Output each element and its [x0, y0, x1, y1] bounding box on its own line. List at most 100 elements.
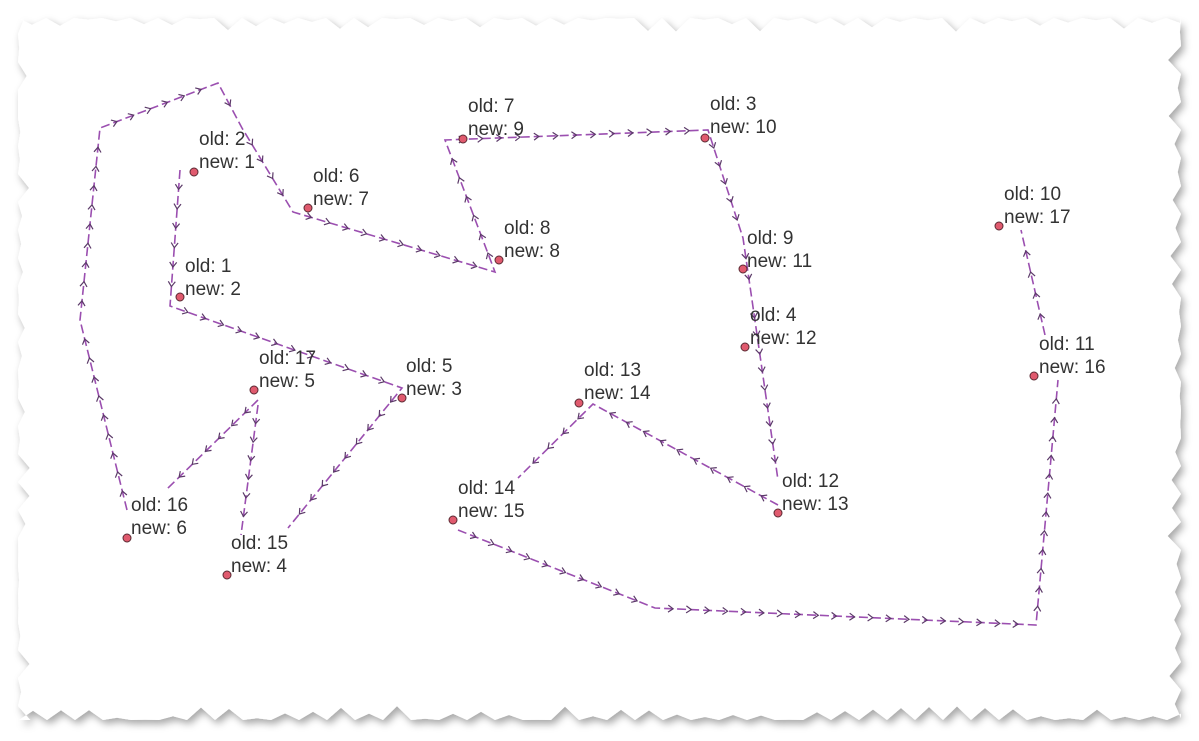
direction-arrow-icon [830, 611, 838, 620]
direction-arrow-icon [683, 126, 691, 135]
direction-arrow-icon [505, 545, 513, 554]
direction-arrow-icon [613, 588, 621, 596]
direction-arrow-icon [1022, 249, 1031, 257]
direction-arrow-icon [397, 239, 405, 248]
direction-arrow-icon [577, 574, 585, 582]
direction-arrow-icon [86, 356, 95, 364]
direction-arrow-icon [1045, 473, 1054, 480]
direction-arrow-icon [708, 142, 717, 150]
direction-arrow-icon [240, 510, 248, 518]
direction-arrow-icon [167, 280, 176, 288]
direction-arrow-icon [127, 113, 135, 121]
direction-arrow-icon [1050, 416, 1059, 424]
direction-arrow-icon [249, 436, 258, 444]
direction-arrow-icon [119, 489, 128, 497]
new-label: new: 10 [710, 117, 777, 138]
direction-arrow-icon [105, 432, 114, 440]
direction-arrow-icon [757, 366, 766, 374]
new-label: new: 16 [1039, 357, 1106, 378]
direction-arrow-icon [306, 351, 314, 359]
old-label: old: 4 [750, 305, 797, 326]
direction-arrow-icon [625, 421, 633, 429]
direction-arrow-icon [100, 413, 109, 421]
direction-arrow-icon [1032, 291, 1041, 299]
old-label: old: 17 [259, 348, 316, 369]
new-label: new: 4 [231, 556, 287, 577]
new-label: new: 8 [504, 241, 560, 262]
old-label: old: 1 [185, 256, 231, 277]
direction-arrow-icon [1041, 510, 1050, 518]
direction-arrow-icon [487, 538, 495, 547]
direction-arrow-icon [323, 217, 331, 226]
direction-arrow-icon [144, 106, 152, 115]
direction-arrow-icon [770, 456, 779, 464]
direction-arrow-icon [485, 252, 494, 260]
route-segment [240, 404, 259, 536]
direction-arrow-icon [253, 332, 261, 340]
direction-arrow-icon [256, 155, 264, 163]
direction-arrow-icon [433, 250, 441, 259]
new-label: new: 9 [468, 119, 524, 140]
direction-arrow-icon [1027, 270, 1036, 278]
point-marker [222, 570, 232, 580]
direction-arrow-icon [552, 131, 559, 140]
direction-arrow-icon [755, 348, 764, 356]
old-label: old: 13 [584, 360, 641, 381]
direction-arrow-icon [762, 402, 771, 410]
new-label: new: 7 [313, 189, 369, 210]
direction-arrow-icon [726, 196, 734, 204]
direction-arrow-icon [230, 419, 238, 427]
direction-arrow-icon [608, 411, 616, 419]
direction-arrow-icon [469, 531, 477, 540]
new-label: new: 13 [782, 494, 849, 515]
new-label: new: 12 [750, 328, 817, 349]
direction-arrow-icon [246, 138, 254, 146]
direction-arrow-icon [627, 128, 634, 137]
direction-arrow-icon [174, 183, 183, 191]
direction-arrow-icon [224, 99, 232, 107]
new-label: new: 6 [131, 518, 187, 539]
point-marker [1029, 371, 1039, 381]
direction-arrow-icon [305, 212, 313, 220]
direction-arrow-icon [1036, 567, 1045, 575]
new-label: new: 3 [406, 379, 462, 400]
direction-arrow-icon [344, 451, 352, 459]
old-label: old: 5 [406, 356, 452, 377]
route-segment [165, 399, 259, 491]
direction-arrow-icon [903, 615, 911, 624]
direction-arrow-icon [559, 567, 567, 575]
point-marker [249, 385, 259, 395]
direction-arrow-icon [321, 479, 329, 487]
direction-arrow-icon [776, 609, 784, 618]
direction-arrow-icon [752, 330, 761, 338]
direction-arrow-icon [91, 375, 100, 383]
direction-arrow-icon [288, 344, 296, 353]
direction-arrow-icon [571, 131, 578, 140]
direction-arrow-icon [415, 245, 423, 253]
direction-arrow-icon [1043, 492, 1052, 499]
direction-arrow-icon [849, 612, 856, 621]
direction-arrow-icon [81, 261, 90, 268]
direction-arrow-icon [178, 470, 186, 478]
direction-arrow-icon [1012, 620, 1019, 629]
direction-arrow-icon [181, 306, 189, 315]
direction-arrow-icon [749, 312, 758, 320]
point-marker [397, 393, 407, 403]
direction-arrow-icon [646, 128, 653, 137]
point-marker [458, 134, 468, 144]
old-label: old: 6 [313, 166, 359, 187]
point-marker [122, 533, 132, 543]
direction-arrow-icon [91, 165, 100, 172]
direction-arrow-icon [608, 129, 616, 138]
direction-arrow-icon [378, 376, 386, 384]
direction-arrow-icon [360, 370, 368, 378]
direction-arrow-icon [77, 299, 86, 307]
